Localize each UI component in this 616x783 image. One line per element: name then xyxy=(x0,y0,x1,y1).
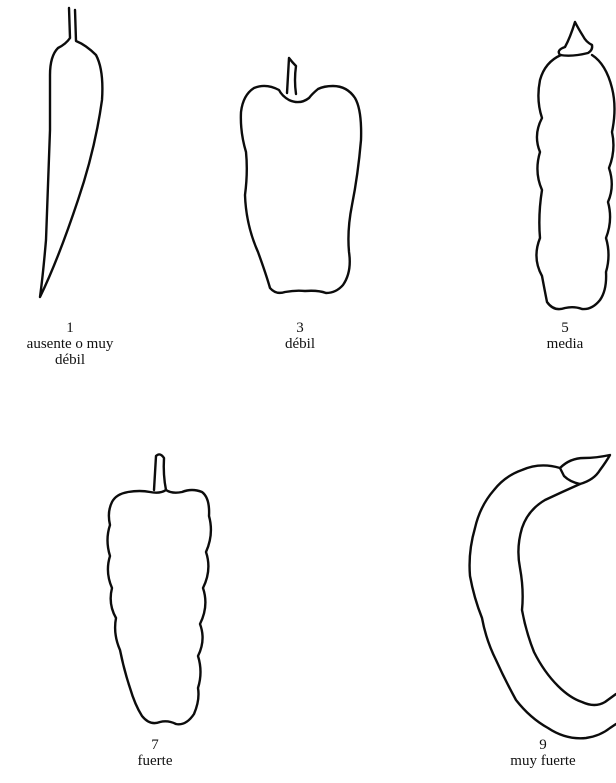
caption-1: 1 ausente o muy débil xyxy=(10,320,130,368)
caption-5-number: 5 xyxy=(525,320,605,336)
caption-3-number: 3 xyxy=(245,320,355,336)
caption-7: 7 fuerte xyxy=(105,737,205,769)
caption-1-label-line1: ausente o muy xyxy=(10,336,130,352)
caption-9-number: 9 xyxy=(488,737,598,753)
caption-5: 5 media xyxy=(525,320,605,352)
caption-1-number: 1 xyxy=(10,320,130,336)
caption-7-label-line1: fuerte xyxy=(105,753,205,769)
caption-3: 3 débil xyxy=(245,320,355,352)
pepper-9-inner xyxy=(518,484,616,705)
caption-5-label-line1: media xyxy=(525,336,605,352)
pepper-9-stalk xyxy=(560,455,610,484)
caption-7-number: 7 xyxy=(105,737,205,753)
pepper-9-outer xyxy=(470,465,616,738)
caption-1-label-line2: débil xyxy=(10,352,130,368)
caption-9: 9 muy fuerte xyxy=(488,737,598,769)
caption-9-label-line1: muy fuerte xyxy=(488,753,598,769)
caption-3-label-line1: débil xyxy=(245,336,355,352)
